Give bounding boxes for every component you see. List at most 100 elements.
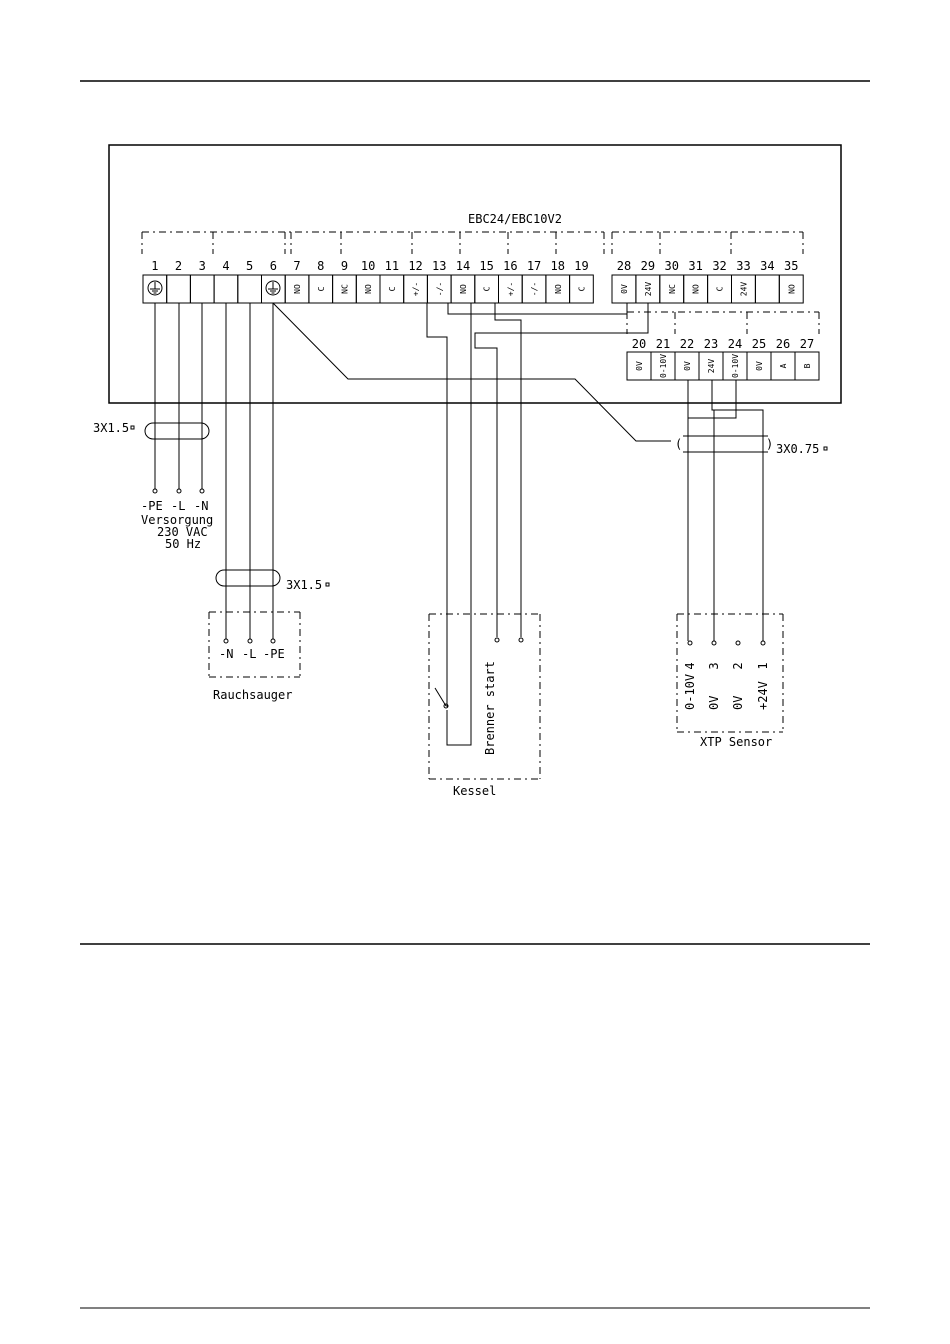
terminal-number: 32 — [712, 259, 726, 273]
terminal-contact: -/- — [530, 282, 539, 296]
terminal-number: 33 — [736, 259, 750, 273]
terminal-number: 29 — [641, 259, 655, 273]
supply-wires — [152, 303, 205, 494]
supply-pin-pe: -PE — [141, 499, 163, 513]
terminal-contact: NO — [459, 284, 468, 294]
terminal-contact: 0-10V — [731, 354, 740, 378]
controller-title: EBC24/EBC10V2 — [468, 212, 562, 226]
supply-frequency: 50 Hz — [165, 537, 201, 551]
fan-pin-l: -L — [242, 647, 256, 661]
sensor-pin-number: 4 — [683, 662, 697, 669]
terminal-number: 35 — [784, 259, 798, 273]
terminal-number: 27 — [800, 337, 814, 351]
terminal-cell — [778, 274, 804, 304]
terminal-number: 11 — [385, 259, 399, 273]
controller-enclosure — [108, 144, 842, 404]
fan-wires — [223, 303, 276, 644]
terminal-contact: C — [317, 286, 326, 291]
sensor-pin-signal: 0V — [731, 696, 745, 710]
terminal-number: 30 — [665, 259, 679, 273]
terminal-contact: NO — [554, 284, 563, 294]
terminal-contact: A — [779, 363, 788, 368]
terminal-contact: 0V — [635, 361, 644, 371]
terminal-contact: 0-10V — [659, 354, 668, 378]
terminal-cell — [237, 274, 263, 304]
terminal-contact: 0V — [620, 284, 629, 294]
terminal-number: 7 — [293, 259, 300, 273]
terminal-number: 26 — [776, 337, 790, 351]
supply-voltage: 230 VAC — [157, 525, 208, 539]
terminal-number: 17 — [527, 259, 541, 273]
terminal-number: 23 — [704, 337, 718, 351]
sensor-label: XTP Sensor — [700, 735, 772, 749]
boiler-signal: Brenner start — [483, 661, 497, 755]
sensor-cable-close: ) — [766, 437, 773, 451]
earth-icon — [147, 280, 163, 296]
sensor-pin-signal: 0-10V — [683, 674, 697, 710]
terminal-number: 18 — [551, 259, 565, 273]
terminal-contact: NO — [787, 284, 796, 294]
sensor-pin-number: 3 — [707, 662, 721, 669]
terminal-number: 19 — [574, 259, 588, 273]
terminal-cell — [794, 351, 820, 381]
terminal-number: 12 — [408, 259, 422, 273]
terminal-number: 22 — [680, 337, 694, 351]
terminal-cell — [166, 274, 191, 304]
terminal-contact: NO — [692, 284, 701, 294]
supply-label: Versorgung — [141, 513, 213, 527]
terminal-contact: 0V — [755, 361, 764, 371]
terminal-number: 14 — [456, 259, 470, 273]
terminal-contact: +/- — [412, 282, 421, 296]
terminal-number: 20 — [632, 337, 646, 351]
sensor-pin-number: 2 — [731, 662, 745, 669]
terminal-contact: 24V — [739, 282, 748, 297]
terminal-number: 21 — [656, 337, 670, 351]
terminal-contact: B — [803, 363, 812, 368]
supply-cable-label: 3X1.5 — [93, 421, 129, 435]
sensor-wires — [272, 302, 768, 646]
terminal-number: 24 — [728, 337, 742, 351]
sensor-pin-number: 1 — [756, 662, 770, 669]
fan-outline — [208, 611, 301, 678]
terminal-number: 3 — [199, 259, 206, 273]
terminal-contact: NO — [293, 284, 302, 294]
terminal-number: 8 — [317, 259, 324, 273]
terminal-number: 15 — [479, 259, 493, 273]
terminal-contact: 0V — [683, 361, 692, 371]
sensor-cable-label: 3X0.75 — [776, 442, 819, 456]
fan-label: Rauchsauger — [213, 688, 292, 702]
terminal-contact: NC — [340, 284, 349, 294]
terminal-number: 13 — [432, 259, 446, 273]
cable-square-icon — [823, 446, 828, 451]
fan-pin-n: -N — [219, 647, 233, 661]
sensor-cable-open: ( — [675, 437, 682, 451]
cable-square-icon — [325, 582, 330, 587]
terminal-number: 5 — [246, 259, 253, 273]
terminal-contact: NO — [364, 284, 373, 294]
boiler-outline — [428, 613, 541, 780]
terminal-contact: C — [716, 286, 725, 291]
terminal-number: 9 — [341, 259, 348, 273]
fan-cable-sleeve — [215, 569, 281, 587]
sensor-outline — [676, 613, 784, 733]
terminal-cell — [569, 274, 594, 304]
terminal-group-outlines — [141, 231, 820, 334]
terminal-contact: C — [388, 286, 397, 291]
supply-pin-l: -L — [171, 499, 185, 513]
fan-pin-pe: -PE — [263, 647, 285, 661]
fan-cable-label: 3X1.5 — [286, 578, 322, 592]
terminal-number: 2 — [175, 259, 182, 273]
terminal-number: 34 — [760, 259, 774, 273]
terminal-cell — [213, 274, 239, 304]
terminal-number: 6 — [270, 259, 277, 273]
boiler-label: Kessel — [453, 784, 496, 798]
terminal-number: 16 — [503, 259, 517, 273]
terminal-cell — [754, 274, 780, 304]
terminal-number: 31 — [688, 259, 702, 273]
sensor-pin-signal: 0V — [707, 696, 721, 710]
boiler-wires — [426, 303, 649, 746]
terminal-number: 28 — [617, 259, 631, 273]
terminal-contact: -/- — [435, 282, 444, 296]
